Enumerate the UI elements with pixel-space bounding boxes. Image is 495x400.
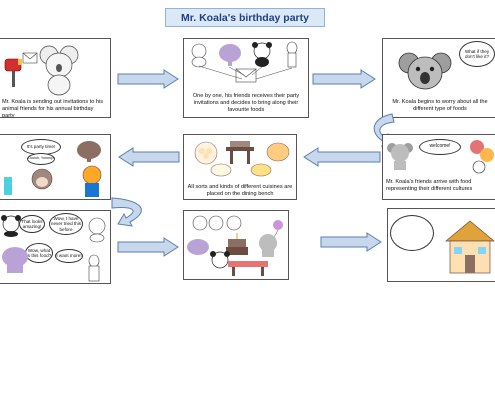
panda-icon: [210, 251, 230, 269]
elephant-icon: [77, 141, 101, 162]
bear-icon: [88, 217, 106, 243]
bench-table-icon: [226, 141, 254, 164]
panel-3-caption: Mr. Koala begins to worry about all the …: [392, 99, 488, 112]
party-friends-icon: [192, 215, 242, 231]
page-title: Mr. Koala's birthday party: [165, 8, 325, 27]
dumplings-icon: [194, 141, 218, 165]
tiger-icon: [82, 165, 102, 197]
speech-bubble: What if they don't like it?: [459, 41, 495, 67]
friends-with-food-icon: [470, 140, 494, 174]
panel-5-dining-bench: All sorts and kinds of different cuisine…: [183, 134, 297, 200]
empty-speech-bubble: [390, 215, 434, 251]
speech-bubble: Wow, what is this food?: [25, 243, 53, 263]
bear-icon: [191, 43, 207, 68]
panel-4-friends-arrive: welcome! Mr. Koala's friends arrive with…: [382, 134, 495, 200]
mailbox-icon: [4, 58, 22, 87]
elephant-icon: [219, 44, 241, 66]
arrow-right-4: [320, 232, 382, 252]
panel-1-caption: Mr. Koala is sending out invitations to …: [2, 99, 104, 118]
panel-8-birthday-feast: [183, 210, 289, 280]
dining-table-icon: [228, 261, 268, 276]
llama-icon: [286, 41, 298, 68]
arrow-right-2: [312, 69, 376, 89]
monkey-icon: [31, 168, 53, 190]
panel-2-caption: One by one, his friends receives their p…: [192, 93, 300, 113]
panel-6-party-time: It's party time! Ooooh, Yummy!: [0, 134, 111, 200]
speech-bubble: Wow, I have never tried this before: [49, 213, 83, 235]
rice-dish-icon: [266, 142, 290, 162]
dessert-icon: [250, 163, 272, 177]
arrow-right-3: [117, 237, 179, 257]
llama-icon: [4, 177, 12, 195]
panel-9-house: [387, 208, 495, 282]
elephant-icon: [187, 239, 209, 255]
speech-bubble: welcome!: [419, 139, 461, 155]
curved-arrow-down-left: [111, 197, 142, 227]
speech-bubble: That looks amazing!: [19, 215, 45, 233]
panel-4-caption: Mr. Koala's friends arrive with food rep…: [386, 179, 473, 192]
panel-3-koala-worries: What if they don't like it? Mr. Koala be…: [382, 38, 495, 118]
panel-2-friends-receive: One by one, his friends receives their p…: [183, 38, 309, 118]
panel-5-caption: All sorts and kinds of different cuisine…: [187, 184, 293, 197]
speech-bubble: I want more!: [55, 249, 83, 263]
speech-bubble: Ooooh, Yummy!: [27, 153, 55, 165]
worried-koala-icon: [398, 52, 452, 90]
arrow-left-2: [303, 147, 381, 167]
koala-with-balloon-icon: [259, 220, 283, 257]
koala-icon: [39, 45, 79, 96]
panda-icon: [252, 42, 272, 67]
koala-icon: [387, 143, 413, 170]
arrow-right-1: [117, 69, 179, 89]
envelope-icon: [22, 52, 38, 64]
house-icon: [445, 220, 495, 274]
arrow-left-1: [118, 147, 180, 167]
panda-icon: [1, 215, 21, 237]
llama-icon: [88, 254, 100, 282]
panel-7-trying-food: That looks amazing! Wow, I have never tr…: [0, 210, 111, 284]
noodles-icon: [210, 163, 232, 177]
birthday-cake-icon: [226, 233, 248, 255]
elephant-icon: [2, 247, 28, 273]
panel-1-invitations: Mr. Koala is sending out invitations to …: [0, 38, 111, 118]
delivery-lines: [198, 65, 293, 80]
